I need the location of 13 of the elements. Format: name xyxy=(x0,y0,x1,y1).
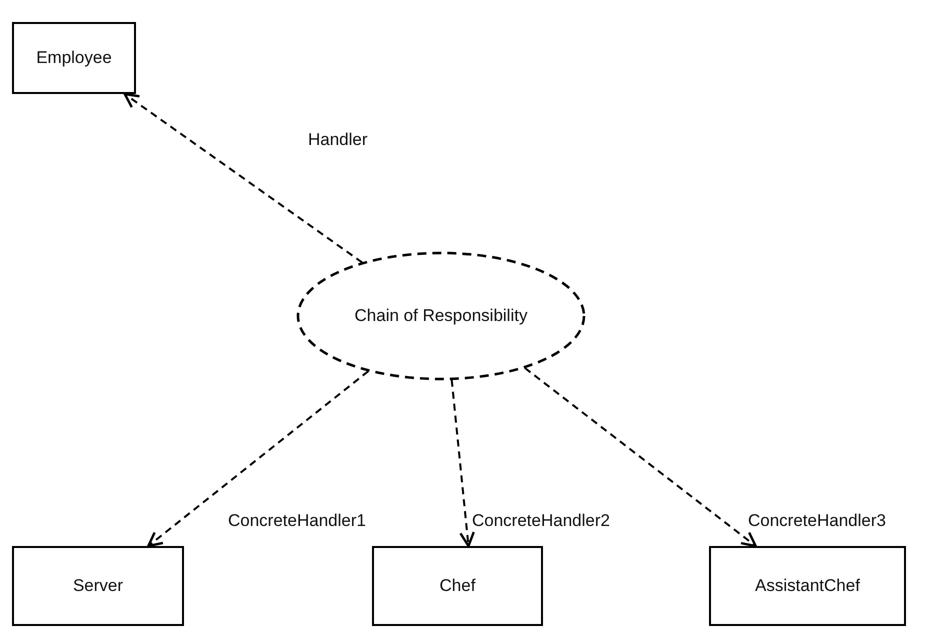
class-box xyxy=(12,546,184,626)
class-name: Employee xyxy=(36,48,112,68)
class-name: Chef xyxy=(440,576,476,596)
class-box xyxy=(372,546,543,626)
class-box xyxy=(709,546,906,626)
dashed-arrow xyxy=(124,92,363,264)
class-box xyxy=(12,22,136,94)
class-name: Chain of Responsibility xyxy=(354,306,528,326)
dashed-arrow xyxy=(147,370,369,548)
class-name: AssistantChef xyxy=(755,576,860,596)
dashed-arrow xyxy=(524,367,757,548)
dashed-arrow xyxy=(450,380,475,548)
class-name: Server xyxy=(72,576,124,596)
